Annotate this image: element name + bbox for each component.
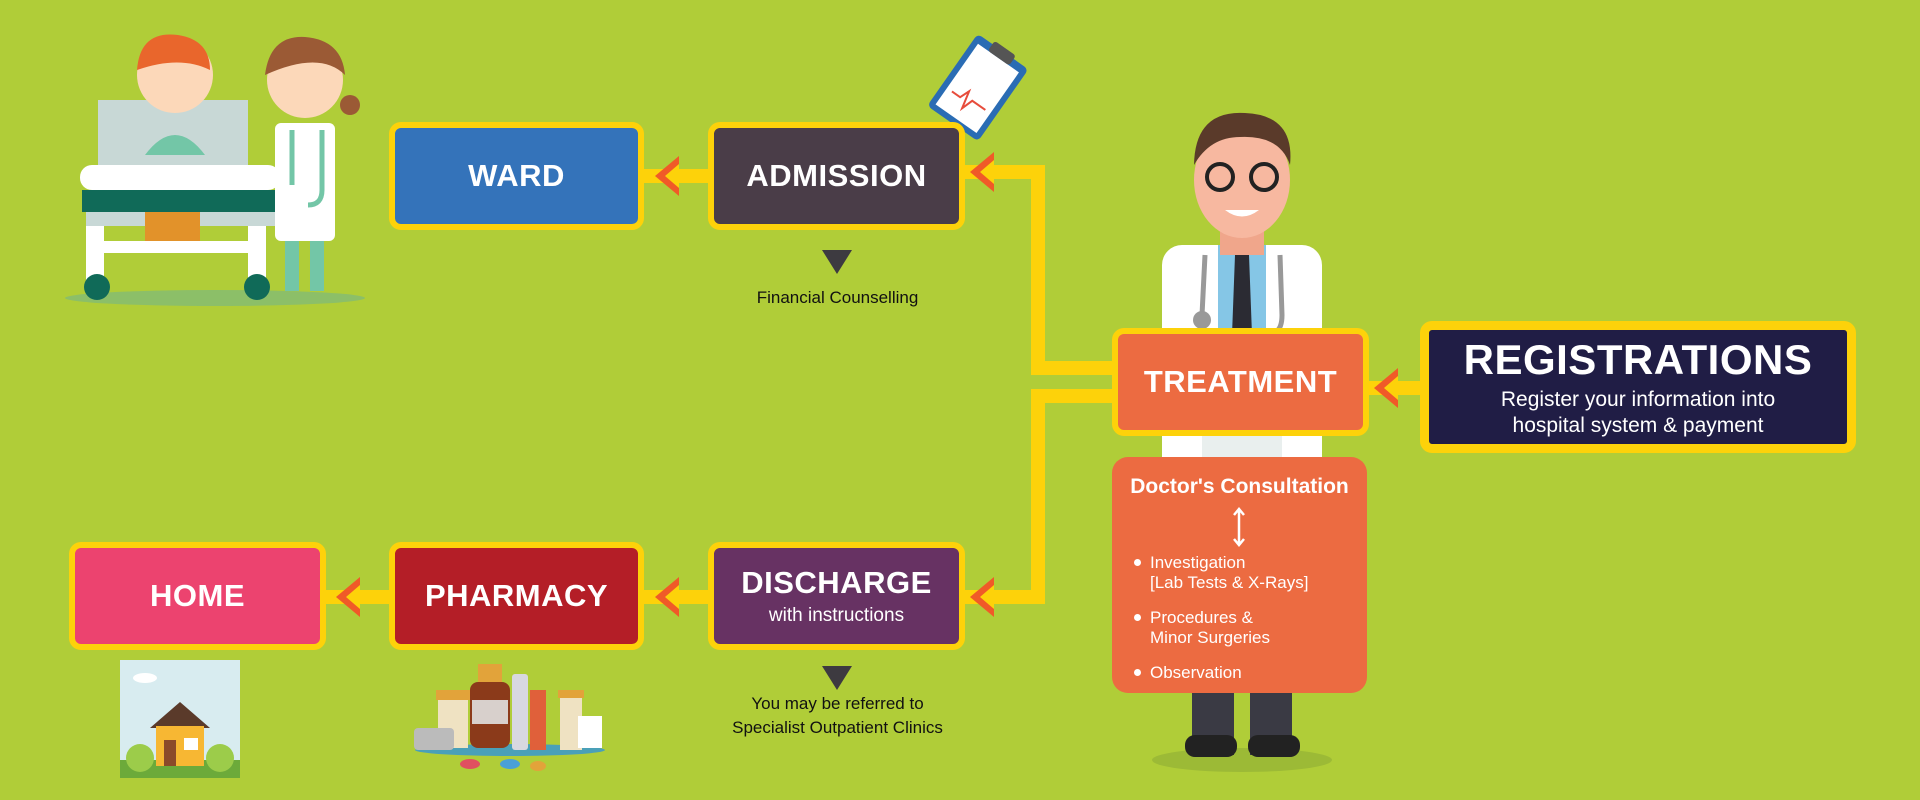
step-subtitle: with instructions (768, 605, 905, 626)
step-discharge[interactable]: DISCHARGE with instructions (708, 542, 965, 650)
note-line: You may be referred to (751, 694, 924, 713)
step-label: TREATMENT (1143, 364, 1338, 399)
step-label: HOME (150, 578, 245, 613)
discharge-note: You may be referred to Specialist Outpat… (690, 692, 985, 740)
arrow-left-icon (970, 152, 994, 192)
step-treatment[interactable]: TREATMENT (1112, 328, 1369, 436)
house-illustration (120, 660, 240, 778)
consultation-item: Observation (1134, 663, 1367, 683)
step-label: WARD (468, 158, 565, 193)
step-subtitle: hospital system & payment (1512, 414, 1764, 437)
medicine-illustration (414, 664, 605, 771)
arrow-left-icon (970, 577, 994, 617)
arrow-left-icon (1374, 368, 1398, 408)
step-admission[interactable]: ADMISSION (708, 122, 965, 230)
doctor-consultation-panel: Doctor's Consultation Investigation[Lab … (1112, 457, 1367, 693)
item-line: Observation (1150, 663, 1242, 683)
connector-line (1031, 389, 1116, 403)
step-home[interactable]: HOME (69, 542, 326, 650)
item-line: Minor Surgeries (1150, 627, 1270, 647)
consultation-item: Investigation[Lab Tests & X-Rays] (1134, 553, 1367, 592)
arrow-left-icon (336, 577, 360, 617)
step-label: PHARMACY (424, 578, 609, 613)
double-arrow-icon (1233, 507, 1245, 547)
step-label: ADMISSION (746, 158, 927, 193)
note-line: Specialist Outpatient Clinics (732, 717, 943, 737)
step-label: DISCHARGE (741, 565, 932, 600)
item-line: Investigation (1150, 553, 1246, 572)
clipboard-icon (929, 35, 1027, 140)
patient-bed-nurse-illustration (65, 34, 365, 306)
arrow-left-icon (655, 577, 679, 617)
step-registrations[interactable]: REGISTRATIONS Register your information … (1420, 321, 1856, 453)
down-triangle-icon (822, 666, 852, 690)
step-label: REGISTRATIONS (1463, 336, 1813, 383)
connector-line (1031, 389, 1045, 604)
step-subtitle: Register your information into (1500, 388, 1776, 411)
step-ward[interactable]: WARD (389, 122, 644, 230)
item-line: Procedures & (1150, 608, 1253, 628)
item-line: [Lab Tests & X-Rays] (1150, 572, 1309, 592)
consultation-title: Doctor's Consultation (1130, 475, 1349, 498)
connector-line (1031, 165, 1045, 375)
admission-note: Financial Counselling (756, 288, 919, 307)
down-triangle-icon (822, 250, 852, 274)
consultation-item: Procedures &Minor Surgeries (1134, 608, 1367, 647)
arrow-left-icon (655, 156, 679, 196)
connector-line (1031, 361, 1116, 375)
step-pharmacy[interactable]: PHARMACY (389, 542, 644, 650)
